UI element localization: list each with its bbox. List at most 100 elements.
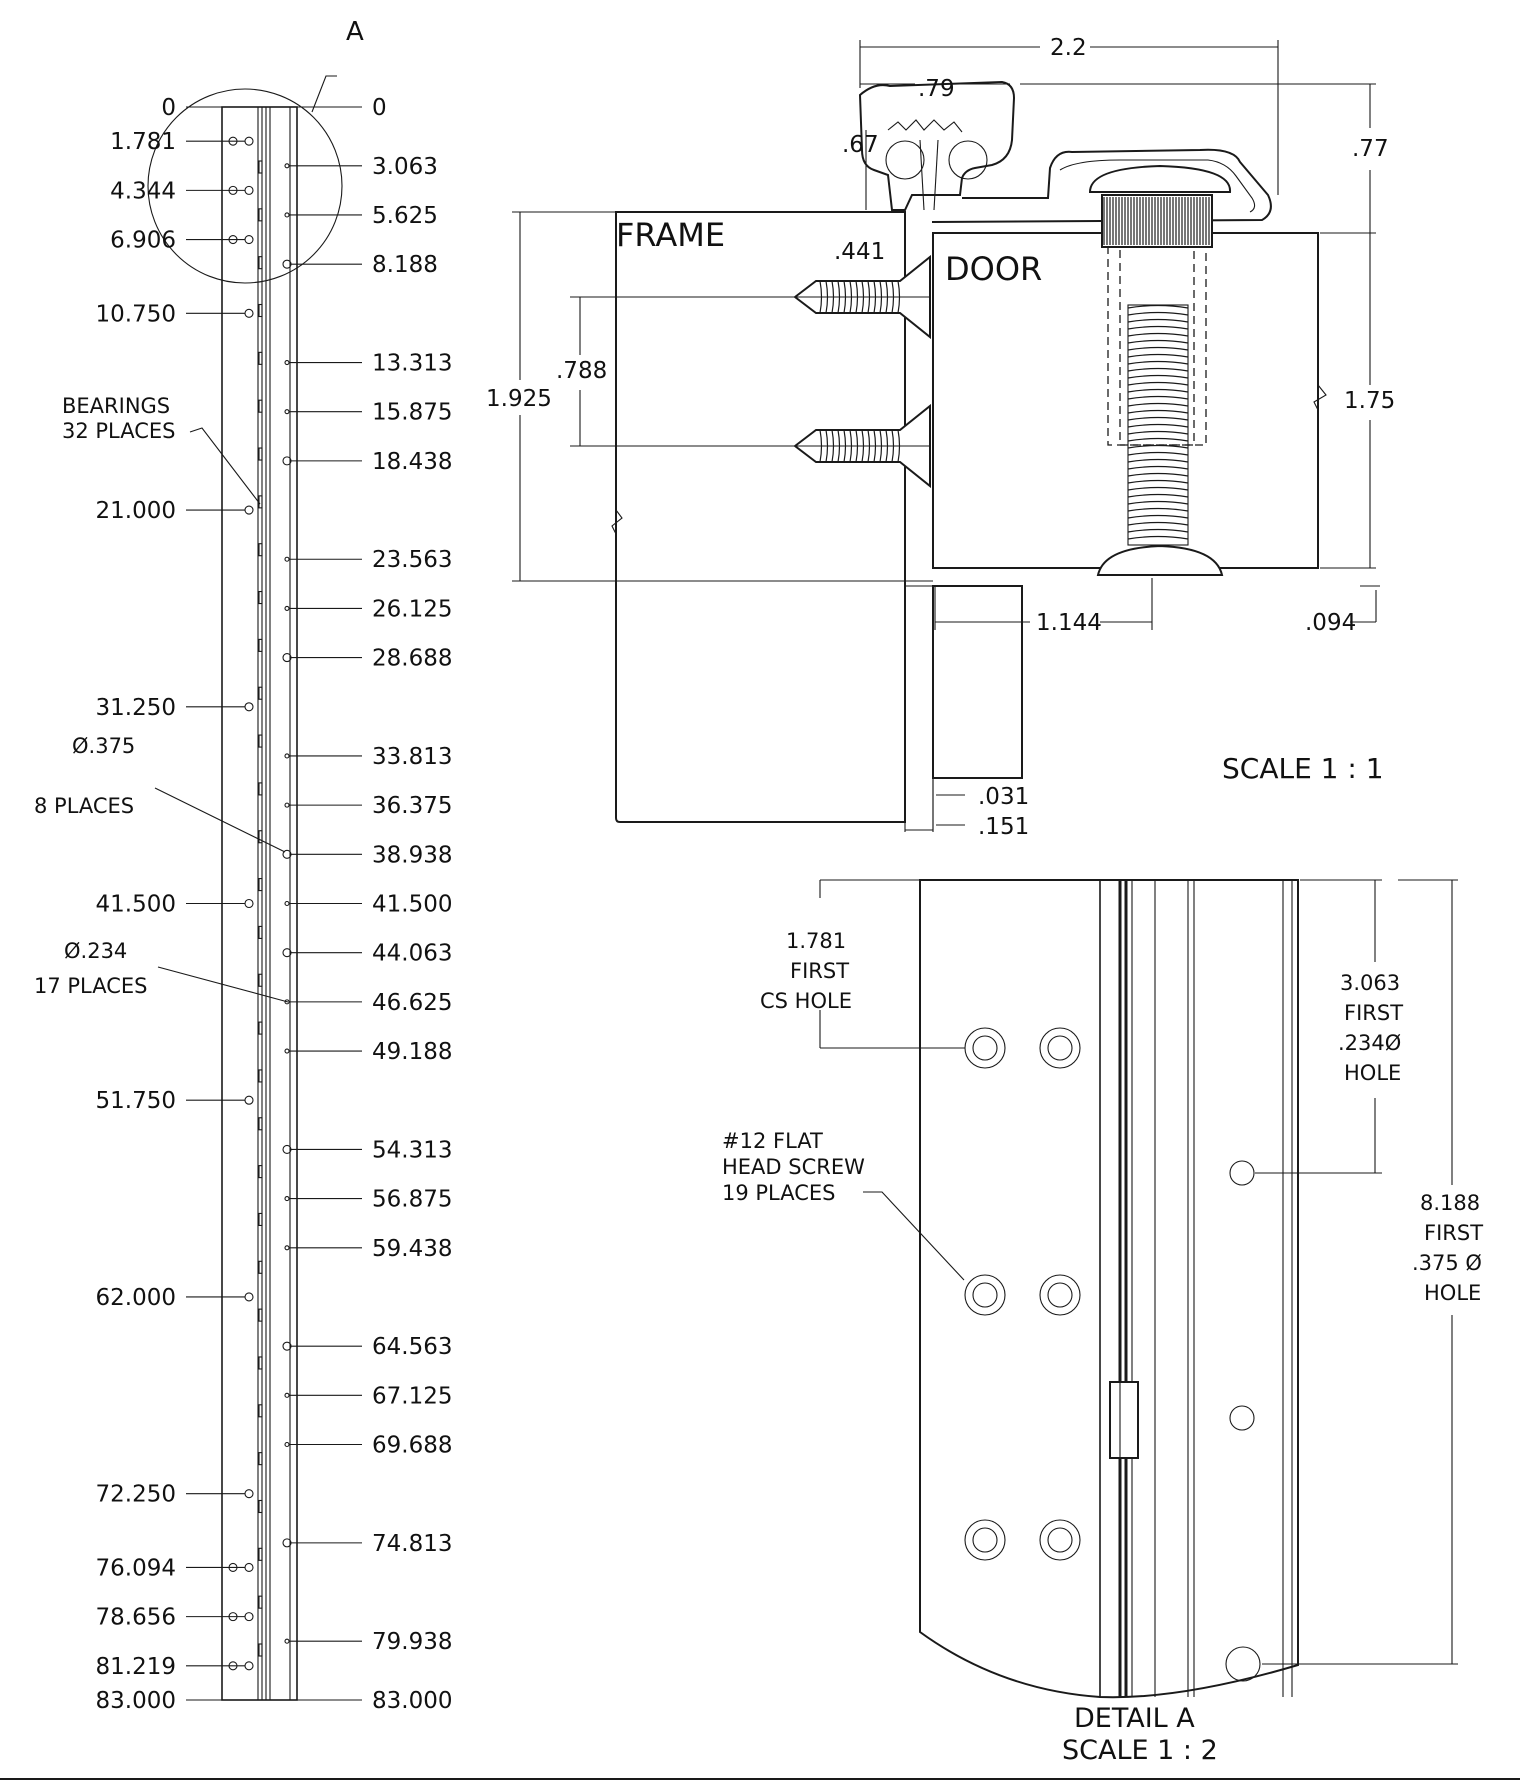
screw-hole: [244, 1292, 254, 1302]
right-dimension: 0: [297, 95, 387, 121]
countersunk-hole: [1039, 1519, 1081, 1561]
pin-hole: [284, 753, 290, 759]
dim-031: .031: [978, 784, 1029, 810]
countersunk-hole: [964, 1274, 1006, 1316]
hole375-dim-line1: 8.188: [1420, 1191, 1480, 1215]
detail-hole-375: [1225, 1646, 1261, 1682]
screw-callout-line3: 19 PLACES: [722, 1181, 836, 1205]
right-dimension: 36.375: [290, 793, 452, 819]
bearing-mark: [258, 160, 263, 174]
frame-block: [615, 211, 906, 823]
right-dim-label: 49.188: [372, 1039, 452, 1065]
hinge-section-view: FRAME DOOR 2.2: [486, 35, 1395, 840]
detail-hole-234: [1229, 1160, 1255, 1186]
bearing-mark: [258, 495, 263, 509]
dim-175: 1.75: [1344, 388, 1395, 414]
bearings-label-line2: 32 PLACES: [62, 419, 176, 443]
hole234-dim-line1: 3.063: [1340, 971, 1400, 995]
right-dimension: 67.125: [290, 1383, 452, 1409]
hole375-label-line1: Ø.375: [72, 734, 135, 758]
left-dim-label: 81.219: [96, 1654, 176, 1680]
pin-hole: [284, 1196, 290, 1202]
right-dimension: 18.438: [290, 449, 452, 475]
left-dim-label: 72.250: [96, 1482, 176, 1508]
hole234-label-line2: 17 PLACES: [34, 974, 148, 998]
right-dim-label: 38.938: [372, 842, 452, 868]
pin-hole: [284, 409, 290, 415]
left-dimension: 6.906: [110, 228, 245, 254]
bearing-mark: [258, 208, 263, 222]
left-dimension: 83.000: [96, 1688, 222, 1714]
left-dimension: 31.250: [96, 695, 245, 721]
screw-hole: [244, 1095, 254, 1105]
right-dim-label: 56.875: [372, 1187, 452, 1213]
right-dimension: 41.500: [290, 892, 452, 918]
screw-hole: [244, 1489, 254, 1499]
frame-label: FRAME: [616, 216, 725, 254]
right-dim-label: 23.563: [372, 547, 452, 573]
left-dim-label: 78.656: [96, 1605, 176, 1631]
left-dim-label: 0: [161, 95, 176, 121]
bearing-mark: [258, 878, 263, 892]
dim-151: .151: [978, 814, 1029, 840]
pin-hole: [284, 556, 290, 562]
dim-788: .788: [556, 358, 607, 384]
bearing-marks: [258, 160, 263, 1657]
bearing-mark: [258, 543, 263, 557]
right-dimension: 64.563: [290, 1334, 452, 1360]
right-dim-label: 79.938: [372, 1629, 452, 1655]
screw-hole: [244, 1612, 254, 1622]
left-dim-label: 6.906: [110, 228, 176, 254]
pin-hole: [284, 1245, 290, 1251]
right-dimension: 46.625: [290, 990, 452, 1016]
bearing-mark: [258, 1404, 263, 1418]
bearing-mark: [258, 303, 263, 318]
countersunk-hole: [1039, 1027, 1081, 1069]
bearing-mark: [258, 1021, 263, 1035]
pin-hole: [284, 999, 290, 1005]
pin-hole: [284, 1441, 290, 1448]
pin-hole: [284, 359, 290, 366]
dim-1144: 1.144: [1036, 610, 1102, 636]
hole375-dim-line3: .375 Ø: [1412, 1251, 1482, 1275]
left-dimension: 78.656: [96, 1605, 245, 1631]
screw-callout-line2: HEAD SCREW: [722, 1155, 865, 1179]
right-dim-label: 83.000: [372, 1688, 452, 1714]
left-dimension: 10.750: [96, 301, 245, 327]
frame-screw-lower: [793, 403, 931, 489]
cs-hole-dim-line1: 1.781: [786, 929, 846, 953]
screw-hole: [244, 308, 254, 318]
dim-77: .77: [1352, 136, 1389, 162]
pin-hole: [284, 900, 290, 907]
section-scale: SCALE 1 : 1: [1222, 752, 1384, 785]
right-dimension: 69.688: [290, 1433, 452, 1459]
pin-hole: [284, 802, 290, 808]
right-dimension: 44.063: [290, 941, 452, 967]
right-dim-label: 33.813: [372, 744, 452, 770]
pin-hole: [284, 1048, 290, 1054]
screw-hole: [244, 185, 254, 195]
right-dim-label: 46.625: [372, 990, 452, 1016]
right-dimension: 23.563: [290, 547, 452, 573]
detail-a-tag: A: [346, 17, 364, 47]
screw-callout-line1: #12 FLAT: [722, 1129, 823, 1153]
bearing-mark: [258, 1595, 263, 1609]
screw-hole: [244, 898, 254, 909]
dim-79: .79: [918, 76, 955, 102]
left-dim-label: 4.344: [110, 178, 176, 204]
left-dim-label: 21.000: [96, 498, 176, 524]
right-dim-label: 54.313: [372, 1137, 452, 1163]
cs-hole-dim-line3: CS HOLE: [760, 989, 852, 1013]
left-dim-label: 41.500: [96, 892, 176, 918]
right-dim-label: 28.688: [372, 646, 452, 672]
screw-hole: [244, 136, 254, 146]
bearing-mark: [258, 1547, 263, 1561]
detail-scale: SCALE 1 : 2: [1062, 1735, 1218, 1766]
bearings-label-line1: BEARINGS: [62, 394, 170, 418]
dim-094: .094: [1305, 610, 1356, 636]
right-dimension: 74.813: [290, 1531, 452, 1557]
detail-hole-234-second: [1229, 1405, 1255, 1431]
left-dimension: 76.094: [96, 1555, 245, 1581]
right-dimension: 28.688: [290, 646, 452, 672]
countersunk-hole: [964, 1519, 1006, 1561]
